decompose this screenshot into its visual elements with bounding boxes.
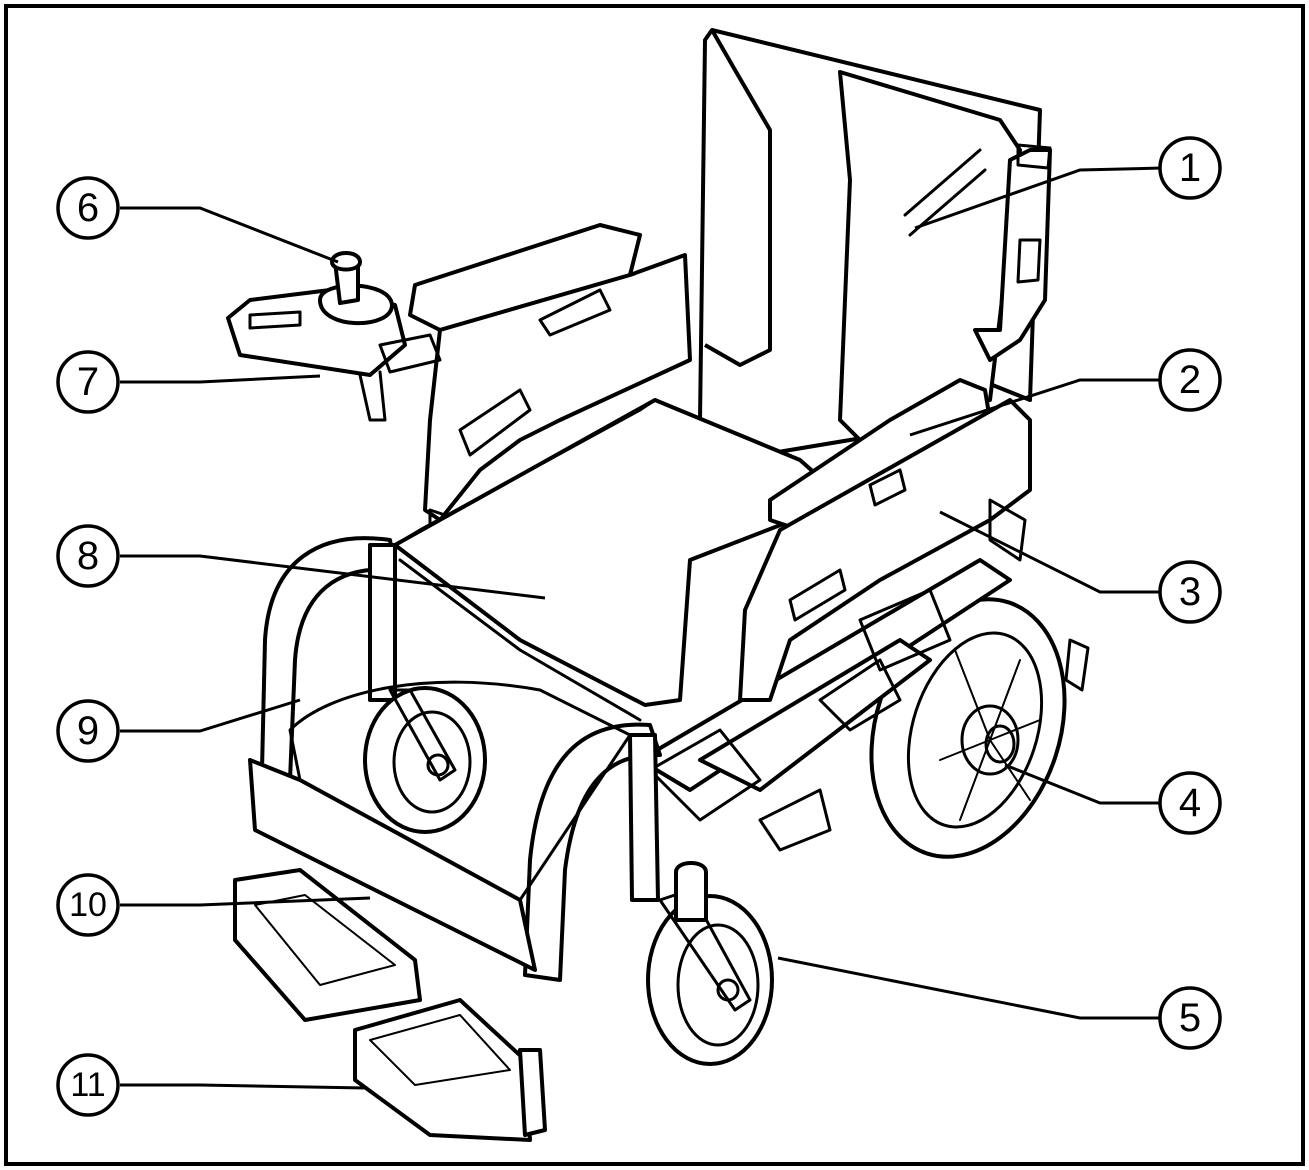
- power-wheelchair-icon: [226, 28, 1090, 1142]
- leader-line-6: [120, 206, 339, 264]
- leader-line-8: [120, 554, 546, 600]
- callout-label: 2: [1179, 358, 1201, 402]
- footplate-right-icon: [353, 998, 547, 1142]
- leader-lines: [120, 166, 1163, 1090]
- callout-6: 6: [56, 176, 120, 240]
- front-caster-left-icon: [363, 686, 487, 834]
- callout-label: 7: [77, 360, 99, 404]
- backrest-icon: [698, 28, 1052, 457]
- front-caster-right-icon: [646, 861, 774, 1066]
- far-armrest-icon: [408, 223, 692, 547]
- leader-line-7: [120, 374, 321, 384]
- callout-7: 7: [56, 350, 120, 414]
- diagram-frame: [4, 4, 1305, 1166]
- callout-3: 3: [1158, 560, 1222, 624]
- callout-8: 8: [56, 524, 120, 588]
- callout-label: 11: [70, 1066, 105, 1104]
- callout-4: 4: [1158, 771, 1222, 835]
- leader-line-10: [120, 896, 371, 907]
- callout-10: 10: [56, 873, 120, 937]
- leader-line-1: [914, 166, 1163, 230]
- callout-label: 1: [1179, 146, 1201, 190]
- callout-label: 3: [1179, 570, 1201, 614]
- callout-label: 6: [77, 186, 99, 230]
- leader-line-4: [1004, 763, 1162, 805]
- footplate-left-icon: [233, 868, 422, 1022]
- callout-9: 9: [56, 699, 120, 763]
- callout-label: 10: [69, 886, 107, 924]
- leader-line-2: [909, 378, 1162, 437]
- near-armrest-icon: [738, 378, 1032, 702]
- seat-cushion-icon: [393, 398, 847, 722]
- callout-2: 2: [1158, 348, 1222, 412]
- callout-11: 11: [56, 1053, 120, 1117]
- callout-label: 8: [77, 534, 99, 578]
- leader-line-3: [939, 510, 1162, 594]
- leader-line-9: [120, 698, 301, 733]
- leg-rest-panel-icon: [248, 680, 632, 972]
- callout-5: 5: [1158, 986, 1222, 1050]
- callout-label: 9: [77, 709, 99, 753]
- callout-label: 4: [1179, 781, 1201, 825]
- leader-line-11: [120, 1083, 366, 1090]
- callout-1: 1: [1158, 136, 1222, 200]
- leader-line-5: [777, 956, 1162, 1020]
- joystick-controller-icon: [226, 251, 442, 422]
- callout-label: 5: [1179, 996, 1201, 1040]
